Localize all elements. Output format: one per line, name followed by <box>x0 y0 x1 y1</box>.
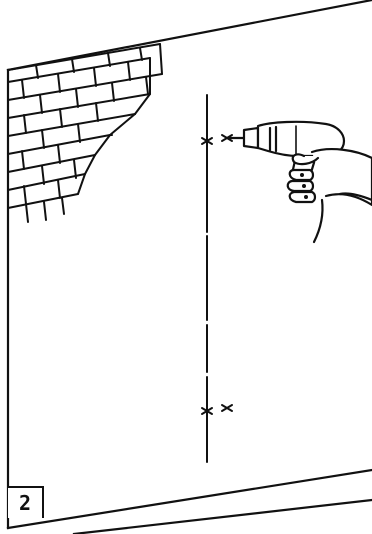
brick-wall-icon <box>7 43 163 223</box>
step-number: 2 <box>18 491 32 515</box>
step-number-badge: 2 <box>8 486 44 518</box>
wall-panel <box>6 0 372 534</box>
hand-icon <box>286 148 372 244</box>
